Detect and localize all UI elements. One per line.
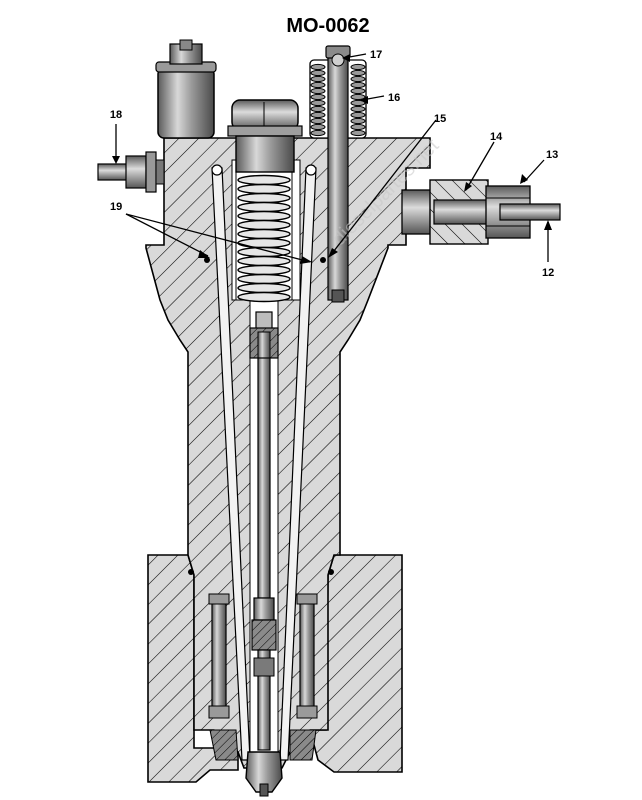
right-fuel-fitting (401, 179, 561, 245)
fuel-passage-left-port (211, 164, 223, 176)
callout-18: 18 (110, 109, 122, 121)
adjusting-spring-coil (310, 105, 326, 113)
callout-16: 16 (388, 92, 400, 104)
right-hold-down-stud (296, 593, 318, 719)
adjusting-spring-coil (350, 75, 366, 83)
adjusting-spring-coil (350, 111, 366, 119)
adjusting-spring-coil (310, 93, 326, 101)
spring-coil (237, 282, 291, 294)
spring-coil (237, 201, 291, 213)
adjusting-spring-coil (310, 111, 326, 119)
adjusting-spring-coil (310, 69, 326, 77)
callout-14: 14 (490, 131, 503, 143)
adjusting-spring-coil (310, 87, 326, 95)
spring-coil (237, 210, 291, 222)
spring-coil (237, 228, 291, 240)
spring-coil (237, 237, 291, 249)
adjusting-spring-coil (350, 123, 366, 131)
adjusting-spring-coil (310, 81, 326, 89)
adjusting-spring-coil (350, 129, 366, 137)
spring-coil (237, 291, 291, 303)
left-hold-down-stud (208, 593, 230, 719)
adjusting-spring-coil (350, 99, 366, 107)
diagram-title: MO-0062 (286, 15, 369, 37)
check-valve-assembly (251, 619, 277, 751)
adjusting-spring-coil (310, 99, 326, 107)
callout-12: 12 (542, 267, 554, 279)
spring-coil (237, 183, 291, 195)
plunger (249, 311, 279, 621)
spring-coil (237, 255, 291, 267)
spring-coil (237, 219, 291, 231)
nozzle-tip (245, 751, 283, 793)
adjusting-spring-coil (350, 87, 366, 95)
fuel-passage-right-port (305, 164, 317, 176)
adjusting-spring-coil (310, 75, 326, 83)
tip-cavity-left (209, 729, 239, 761)
tappet-cap (227, 99, 303, 173)
adjusting-spring-coil (350, 105, 366, 113)
callout-13: 13 (546, 149, 558, 161)
adjusting-spring-coil (350, 69, 366, 77)
plunger-spring (235, 171, 293, 303)
tip-cavity-right (289, 729, 317, 761)
spring-coil (237, 264, 291, 276)
adjusting-spring-coil (350, 93, 366, 101)
adjusting-spring-coil (350, 63, 366, 71)
spring-coil (237, 174, 291, 186)
spring-coil (237, 192, 291, 204)
callout-17: 17 (370, 49, 382, 61)
adjusting-spring-coil (310, 123, 326, 131)
callout-19: 19 (110, 201, 122, 213)
o-ring-seals (188, 257, 334, 575)
callout-15: 15 (434, 113, 446, 125)
spring-coil (237, 273, 291, 285)
adjusting-spring-coil (310, 63, 326, 71)
callout-leaders (112, 53, 552, 264)
left-fuel-fitting (97, 151, 165, 193)
nozzle-orifice (259, 783, 269, 797)
adjusting-spring-coil (310, 129, 326, 137)
solenoid-housing (155, 39, 217, 139)
adjusting-spring-coil (350, 81, 366, 89)
adjusting-spring-coil (350, 117, 366, 125)
adjusting-spring-coil (310, 117, 326, 125)
